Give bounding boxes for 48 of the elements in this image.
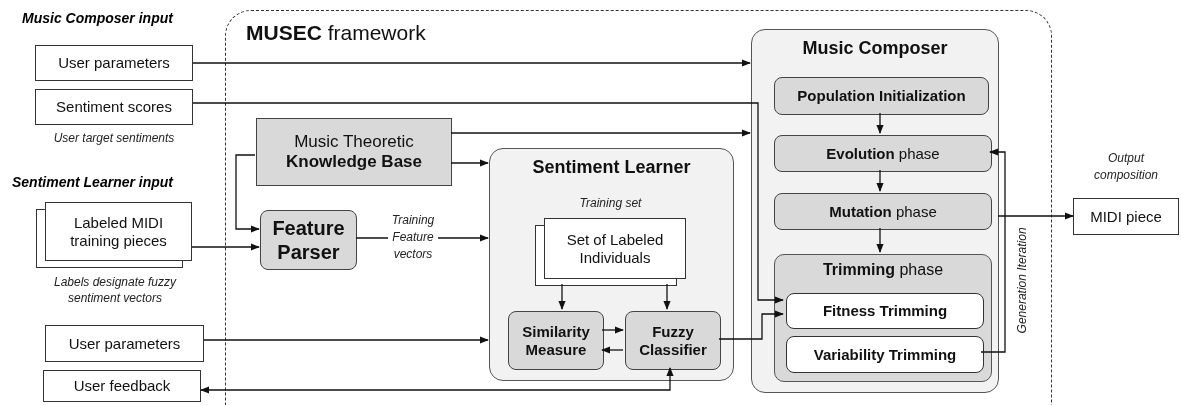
arrow <box>450 159 489 167</box>
process-box: Similarity Measure <box>508 311 604 370</box>
arrow <box>876 227 884 253</box>
arrow <box>450 129 751 137</box>
arrow <box>997 212 1074 220</box>
arrow <box>191 243 260 251</box>
arrow <box>558 283 566 310</box>
arrow <box>601 326 624 334</box>
node-caption: Training set <box>578 195 643 212</box>
group-title: Trimming phase <box>821 261 945 279</box>
arrow <box>663 283 671 310</box>
framework-boundary <box>225 10 1052 405</box>
arrow <box>235 154 260 233</box>
section-label: Music Composer input <box>22 10 173 26</box>
process-box: Population Initialization <box>774 77 989 115</box>
arrow <box>200 367 674 394</box>
group-title: MUSEC framework <box>246 21 427 45</box>
process-box: Music Theoretic Knowledge Base <box>256 118 452 186</box>
process-box: User feedback <box>43 370 201 402</box>
process-box: MIDI piece <box>1073 198 1179 235</box>
group-box <box>774 254 992 382</box>
process-box: Fitness Trimming <box>786 293 984 329</box>
arrow <box>980 148 1006 353</box>
arrow <box>876 112 884 134</box>
edge-label: Generation Iteration <box>1013 226 1030 336</box>
arrow <box>203 336 489 344</box>
process-box: Evolution phase <box>774 135 992 172</box>
process-box: Fuzzy Classifier <box>625 311 721 370</box>
process-box: Variability Trimming <box>786 336 984 373</box>
group-title: Music Composer <box>801 38 949 59</box>
arrow <box>355 234 489 242</box>
process-box: User parameters <box>35 45 193 81</box>
node-caption: Labels designate fuzzy sentiment vectors <box>52 274 178 307</box>
arrow <box>192 59 751 67</box>
process-box: Feature Parser <box>260 210 357 270</box>
arrow <box>601 346 624 354</box>
group-box <box>751 29 999 393</box>
group-box <box>489 148 734 381</box>
arrow <box>876 169 884 192</box>
process-box: Mutation phase <box>774 193 992 230</box>
arrow <box>718 310 784 340</box>
node-caption: User target sentiments <box>52 130 176 147</box>
process-box: Sentiment scores <box>35 89 193 125</box>
process-box: User parameters <box>45 325 204 362</box>
document-stack: Labeled MIDI training pieces <box>36 202 192 268</box>
arrow <box>192 102 784 304</box>
document-stack: Set of Labeled Individuals <box>535 218 686 286</box>
group-title: Sentiment Learner <box>531 157 692 178</box>
